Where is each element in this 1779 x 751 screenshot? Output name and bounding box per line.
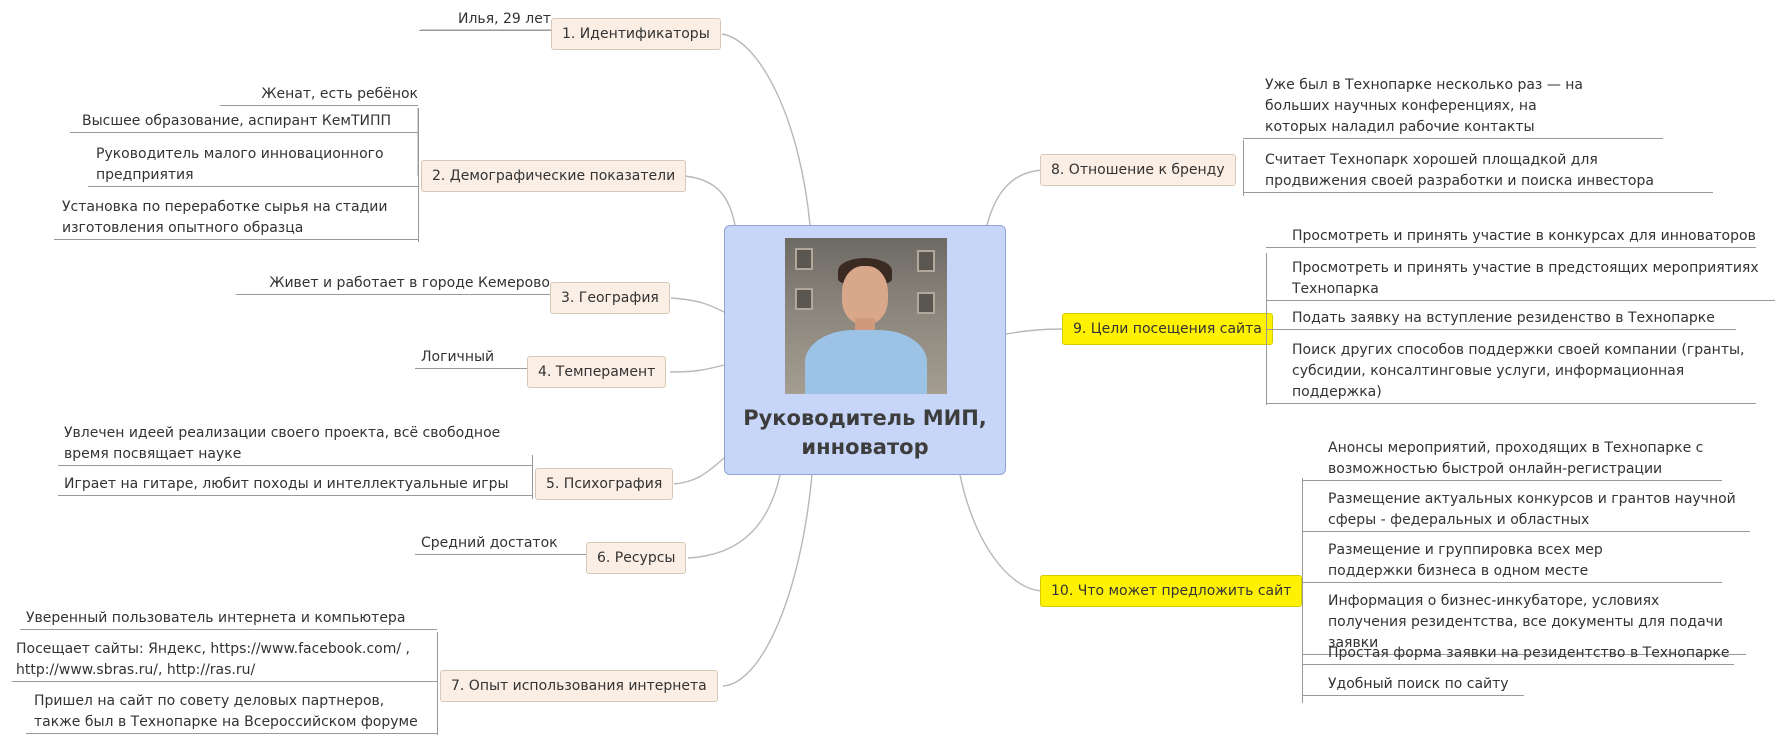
topic-visit-goals[interactable]: 9. Цели посещения сайта	[1062, 313, 1273, 345]
connector-t10	[959, 474, 1044, 592]
item-goals-1: Просмотреть и принять участие в конкурса…	[1266, 226, 1756, 248]
demographics-bracket	[418, 108, 419, 242]
item-offers-1: Анонсы мероприятий, проходящих в Технопа…	[1302, 438, 1722, 481]
connector-t9	[1005, 328, 1064, 335]
topic-identifiers[interactable]: 1. Идентификаторы	[551, 18, 721, 50]
item-internet-1: Уверенный пользователь интернета и компь…	[20, 608, 437, 630]
item-psychography-1: Увлечен идеей реализации своего проекта,…	[58, 423, 532, 466]
item-offers-2: Размещение актуальных конкурсов и гранто…	[1302, 489, 1750, 532]
topic-resources[interactable]: 6. Ресурсы	[586, 542, 687, 574]
item-temperament-1: Логичный	[415, 347, 527, 369]
psychography-bracket	[532, 455, 533, 499]
topic-psychography[interactable]: 5. Психография	[535, 468, 674, 500]
item-demographics-3: Руководитель малого инновационного предп…	[88, 144, 418, 187]
item-identifiers-1: Илья, 29 лет	[419, 9, 551, 31]
connector-t6	[687, 474, 781, 559]
central-topic[interactable]: Руководитель МИП, инноватор	[724, 225, 1006, 475]
item-internet-3: Пришел на сайт по совету деловых партнер…	[26, 691, 437, 734]
central-title-line-1: Руководитель МИП,	[743, 406, 987, 430]
item-psychography-2: Играет на гитаре, любит походы и интелле…	[58, 474, 532, 496]
item-offers-3: Размещение и группировка всех мер поддер…	[1302, 540, 1722, 583]
topic-geography[interactable]: 3. География	[550, 282, 670, 314]
item-demographics-4: Установка по переработке сырья на стадии…	[54, 197, 418, 240]
item-offers-5: Простая форма заявки на резидентство в Т…	[1302, 643, 1734, 665]
topic-temperament[interactable]: 4. Темперамент	[527, 356, 667, 388]
item-geography-1: Живет и работает в городе Кемерово	[236, 273, 550, 295]
central-title: Руководитель МИП, инноватор	[725, 404, 1005, 462]
topic-brand-attitude[interactable]: 8. Отношение к бренду	[1040, 154, 1236, 186]
item-offers-6: Удобный поиск по сайту	[1302, 674, 1524, 696]
portrait-photo	[785, 238, 947, 394]
connector-t8	[986, 169, 1044, 226]
item-offers-4: Информация о бизнес-инкубаторе, условиях…	[1302, 591, 1746, 655]
connector-t5	[673, 457, 725, 485]
item-internet-2: Посещает сайты: Яндекс, https://www.face…	[12, 639, 437, 682]
item-demographics-2: Высшее образование, аспирант КемТИПП	[70, 111, 418, 133]
topic-site-offers[interactable]: 10. Что может предложить сайт	[1040, 575, 1303, 607]
item-goals-3: Подать заявку на вступление резиденство …	[1266, 308, 1736, 330]
topic-internet-experience[interactable]: 7. Опыт использования интернета	[440, 670, 718, 702]
item-brand-1: Уже был в Технопарке несколько раз — на …	[1243, 75, 1663, 139]
item-demographics-1: Женат, есть ребёнок	[220, 84, 418, 106]
site-offers-bracket	[1302, 478, 1303, 703]
item-resources-1: Средний достаток	[415, 533, 586, 555]
item-brand-2: Считает Технопарк хорошей площадкой для …	[1243, 150, 1713, 193]
item-goals-4: Поиск других способов поддержки своей ко…	[1266, 340, 1756, 404]
internet-experience-bracket	[437, 632, 438, 735]
central-title-line-2: инноватор	[801, 435, 929, 459]
topic-demographics[interactable]: 2. Демографические показатели	[421, 160, 687, 192]
connector-t4	[669, 364, 725, 373]
connector-t3	[670, 297, 725, 313]
item-goals-2: Просмотреть и принять участие в предстоя…	[1266, 258, 1775, 301]
connector-t1	[721, 33, 811, 226]
connector-t2	[684, 175, 736, 226]
connector-t7	[722, 474, 813, 687]
brand-attitude-bracket	[1243, 140, 1244, 196]
